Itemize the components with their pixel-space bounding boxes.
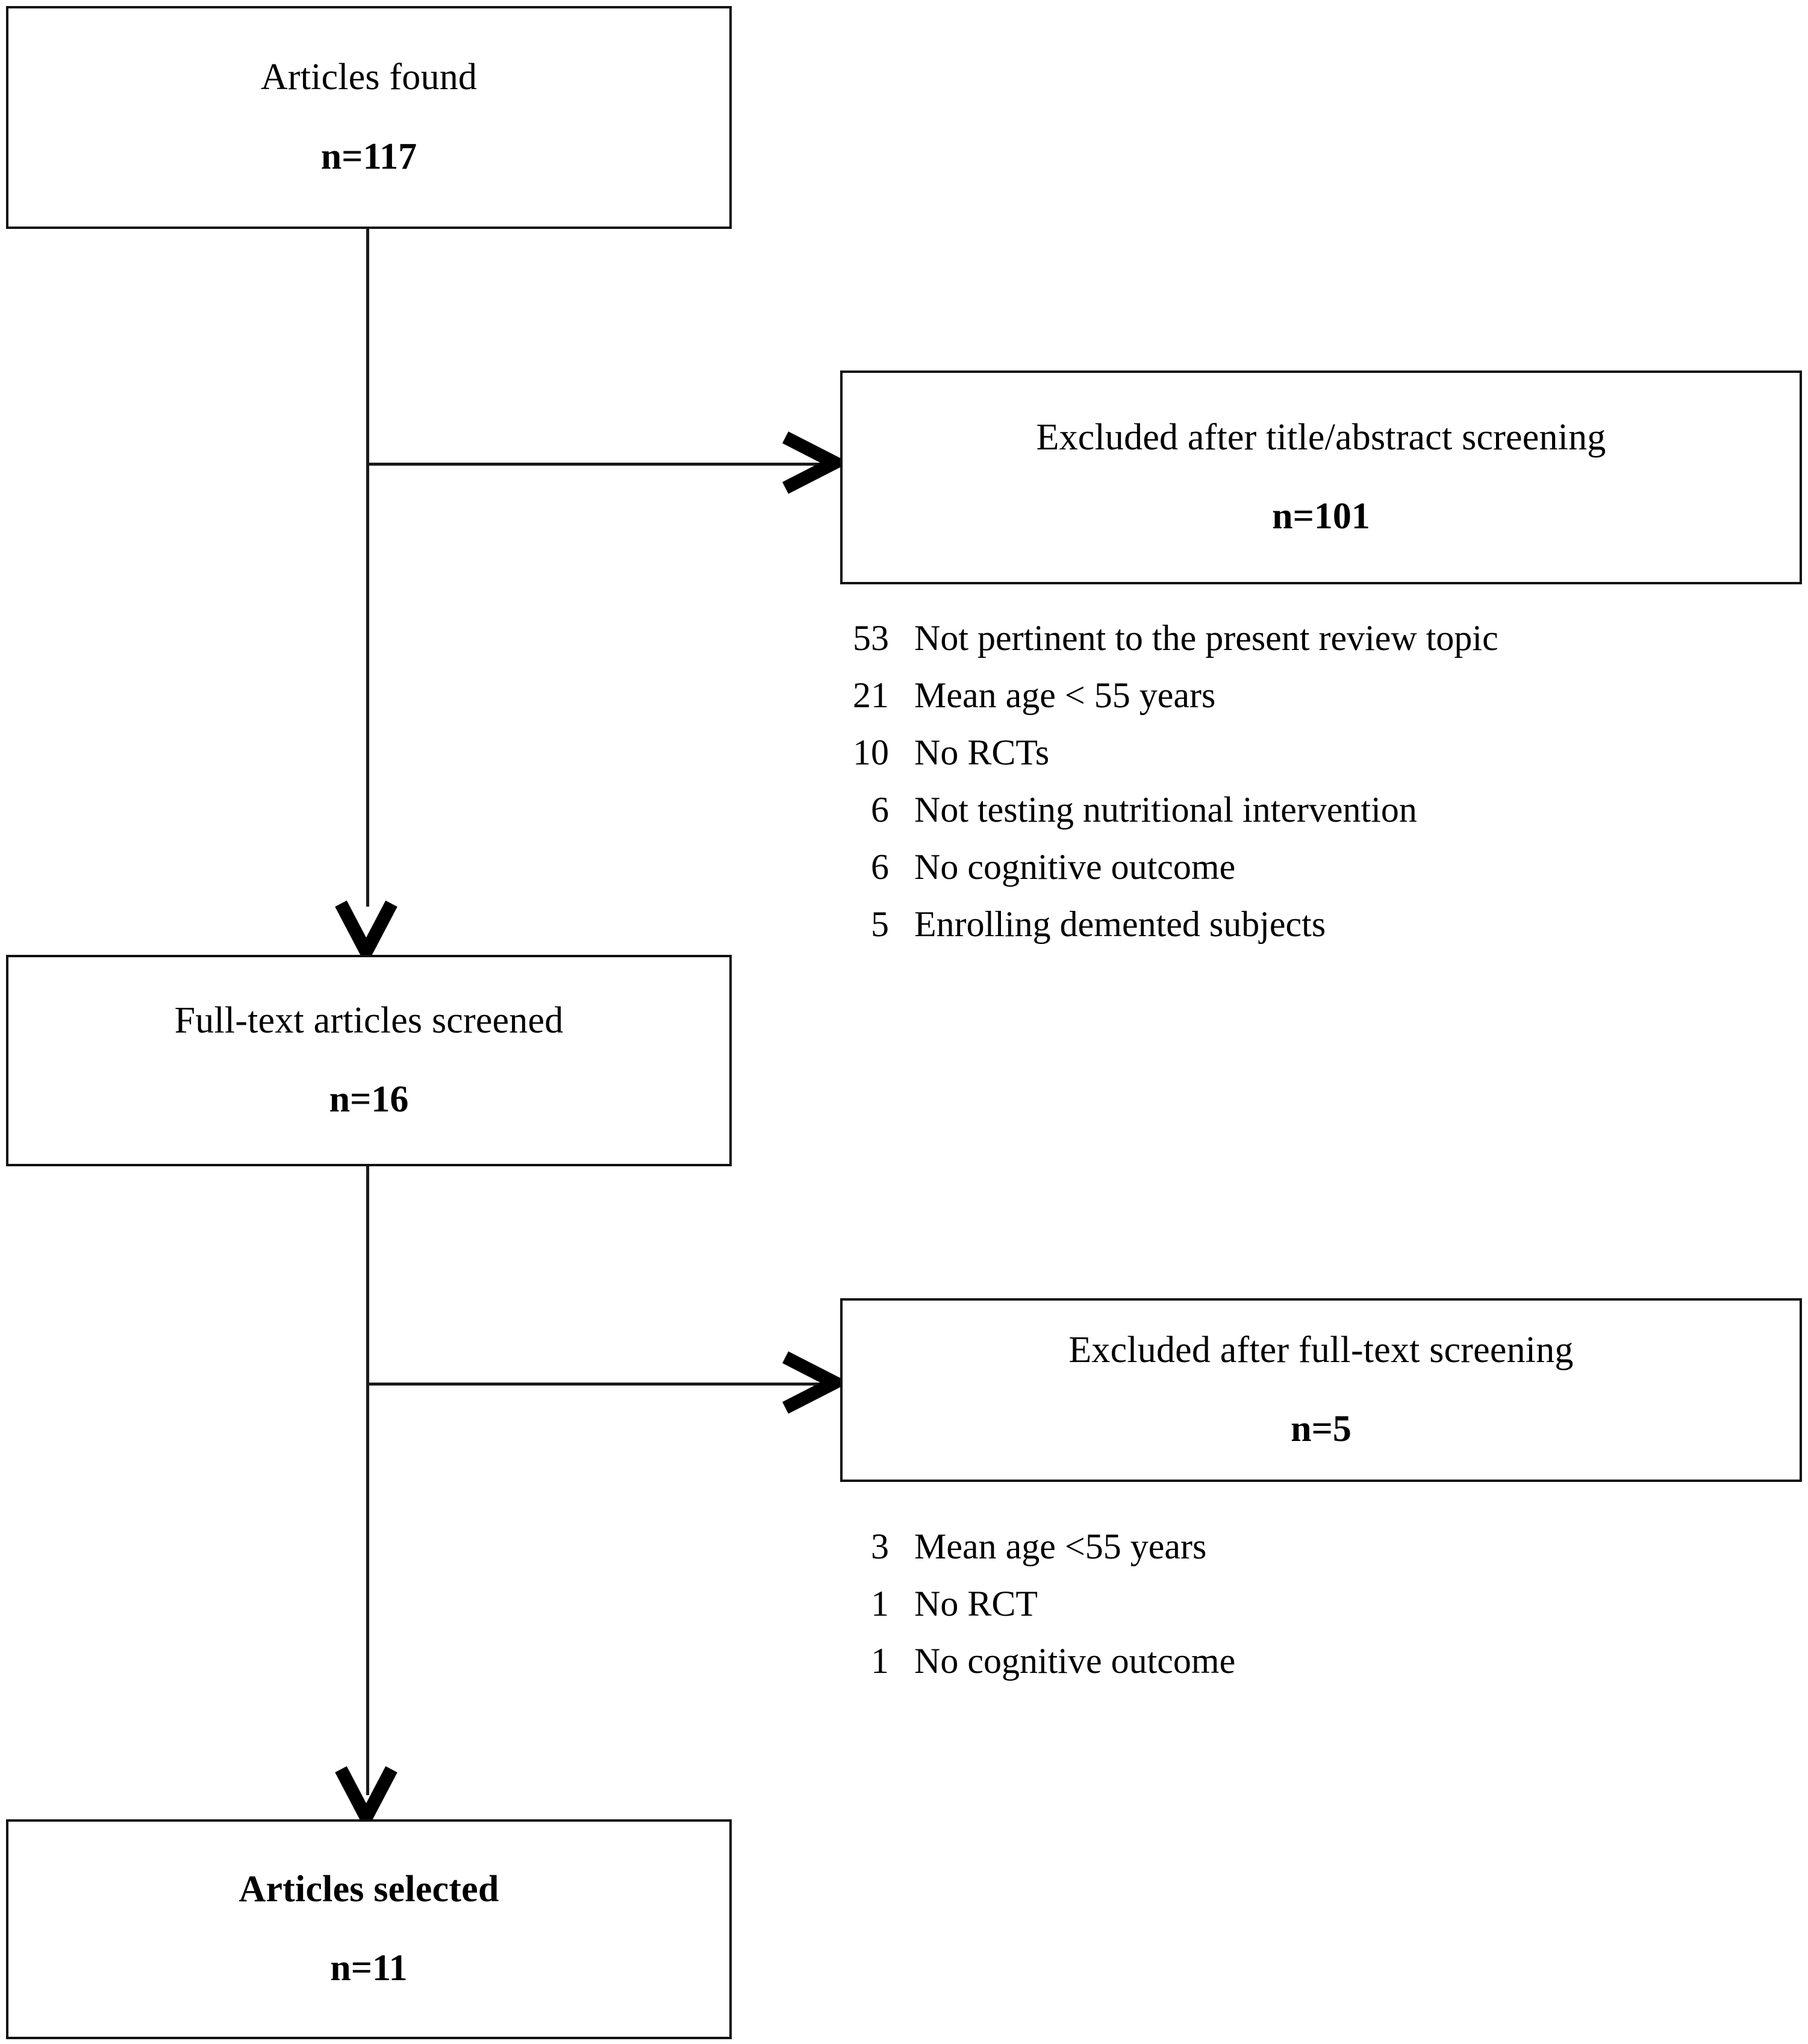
box-articles-selected-title: Articles selected bbox=[238, 1868, 499, 1910]
box-excluded-title-abstract-count: n=101 bbox=[1272, 496, 1370, 537]
exclusion-reasons-fulltext: 3 Mean age <55 years 1 No RCT 1 No cogni… bbox=[831, 1518, 1235, 1690]
exclusion-reason-label: Not pertinent to the present review topi… bbox=[914, 618, 1498, 658]
exclusion-reason-row: 1 No RCT bbox=[831, 1575, 1235, 1633]
exclusion-reasons-title-abstract: 53 Not pertinent to the present review t… bbox=[831, 610, 1498, 953]
exclusion-reason-count: 1 bbox=[871, 1641, 889, 1681]
exclusion-reason-count: 1 bbox=[871, 1584, 889, 1624]
box-articles-found-count: n=117 bbox=[320, 136, 417, 177]
exclusion-reason-count: 21 bbox=[853, 675, 889, 715]
box-excluded-after-fulltext-screening: Excluded after full-text screening n=5 bbox=[840, 1298, 1802, 1482]
exclusion-reason-count: 5 bbox=[871, 904, 889, 944]
exclusion-reason-count: 6 bbox=[871, 790, 889, 830]
box-excluded-after-title-abstract-screening: Excluded after title/abstract screening … bbox=[840, 370, 1802, 584]
exclusion-reason-row: 53 Not pertinent to the present review t… bbox=[831, 610, 1498, 667]
arrowhead-right-to-title-abstract-exclusion bbox=[777, 431, 843, 494]
exclusion-reason-label: Mean age < 55 years bbox=[914, 675, 1216, 715]
connector-line-branch-title-abstract-exclusion bbox=[366, 463, 824, 466]
exclusion-reason-row: 1 No cognitive outcome bbox=[831, 1633, 1235, 1690]
box-fulltext-screened-count: n=16 bbox=[329, 1079, 409, 1120]
box-articles-selected-count: n=11 bbox=[330, 1948, 408, 1989]
exclusion-reason-label: No RCTs bbox=[914, 733, 1050, 772]
arrowhead-right-to-fulltext-exclusion bbox=[777, 1351, 843, 1414]
box-excluded-fulltext-count: n=5 bbox=[1291, 1408, 1351, 1450]
box-fulltext-articles-screened: Full-text articles screened n=16 bbox=[6, 955, 732, 1166]
exclusion-reason-count: 6 bbox=[871, 847, 889, 887]
exclusion-reason-label: Not testing nutritional intervention bbox=[914, 790, 1417, 830]
exclusion-reason-label: No cognitive outcome bbox=[914, 1641, 1236, 1681]
exclusion-reason-label: Mean age <55 years bbox=[914, 1527, 1207, 1566]
exclusion-reason-count: 53 bbox=[853, 618, 889, 658]
exclusion-reason-label: Enrolling demented subjects bbox=[914, 904, 1326, 944]
exclusion-reason-count: 3 bbox=[871, 1527, 889, 1566]
connector-line-branch-fulltext-exclusion bbox=[366, 1383, 824, 1386]
exclusion-reason-row: 6 No cognitive outcome bbox=[831, 839, 1498, 896]
box-fulltext-screened-title: Full-text articles screened bbox=[174, 999, 564, 1041]
exclusion-reason-label: No cognitive outcome bbox=[914, 847, 1236, 887]
arrowhead-down-to-fulltext-screened bbox=[335, 896, 397, 957]
exclusion-reason-label: No RCT bbox=[914, 1584, 1038, 1624]
exclusion-reason-row: 21 Mean age < 55 years bbox=[831, 667, 1498, 724]
arrowhead-down-to-articles-selected bbox=[335, 1762, 397, 1822]
box-articles-selected: Articles selected n=11 bbox=[6, 1819, 732, 2039]
connector-line-fulltext-to-articles-selected bbox=[366, 1166, 369, 1795]
exclusion-reason-row: 6 Not testing nutritional intervention bbox=[831, 781, 1498, 839]
box-articles-found-title: Articles found bbox=[260, 57, 478, 98]
exclusion-reason-row: 5 Enrolling demented subjects bbox=[831, 896, 1498, 953]
exclusion-reason-row: 3 Mean age <55 years bbox=[831, 1518, 1235, 1575]
connector-line-articles-found-to-fulltext bbox=[366, 229, 369, 907]
box-excluded-title-abstract-title: Excluded after title/abstract screening bbox=[1036, 416, 1606, 458]
exclusion-reason-row: 10 No RCTs bbox=[831, 724, 1498, 781]
exclusion-reason-count: 10 bbox=[853, 733, 889, 772]
box-articles-found: Articles found n=117 bbox=[6, 6, 732, 229]
box-excluded-fulltext-title: Excluded after full-text screening bbox=[1068, 1329, 1574, 1370]
